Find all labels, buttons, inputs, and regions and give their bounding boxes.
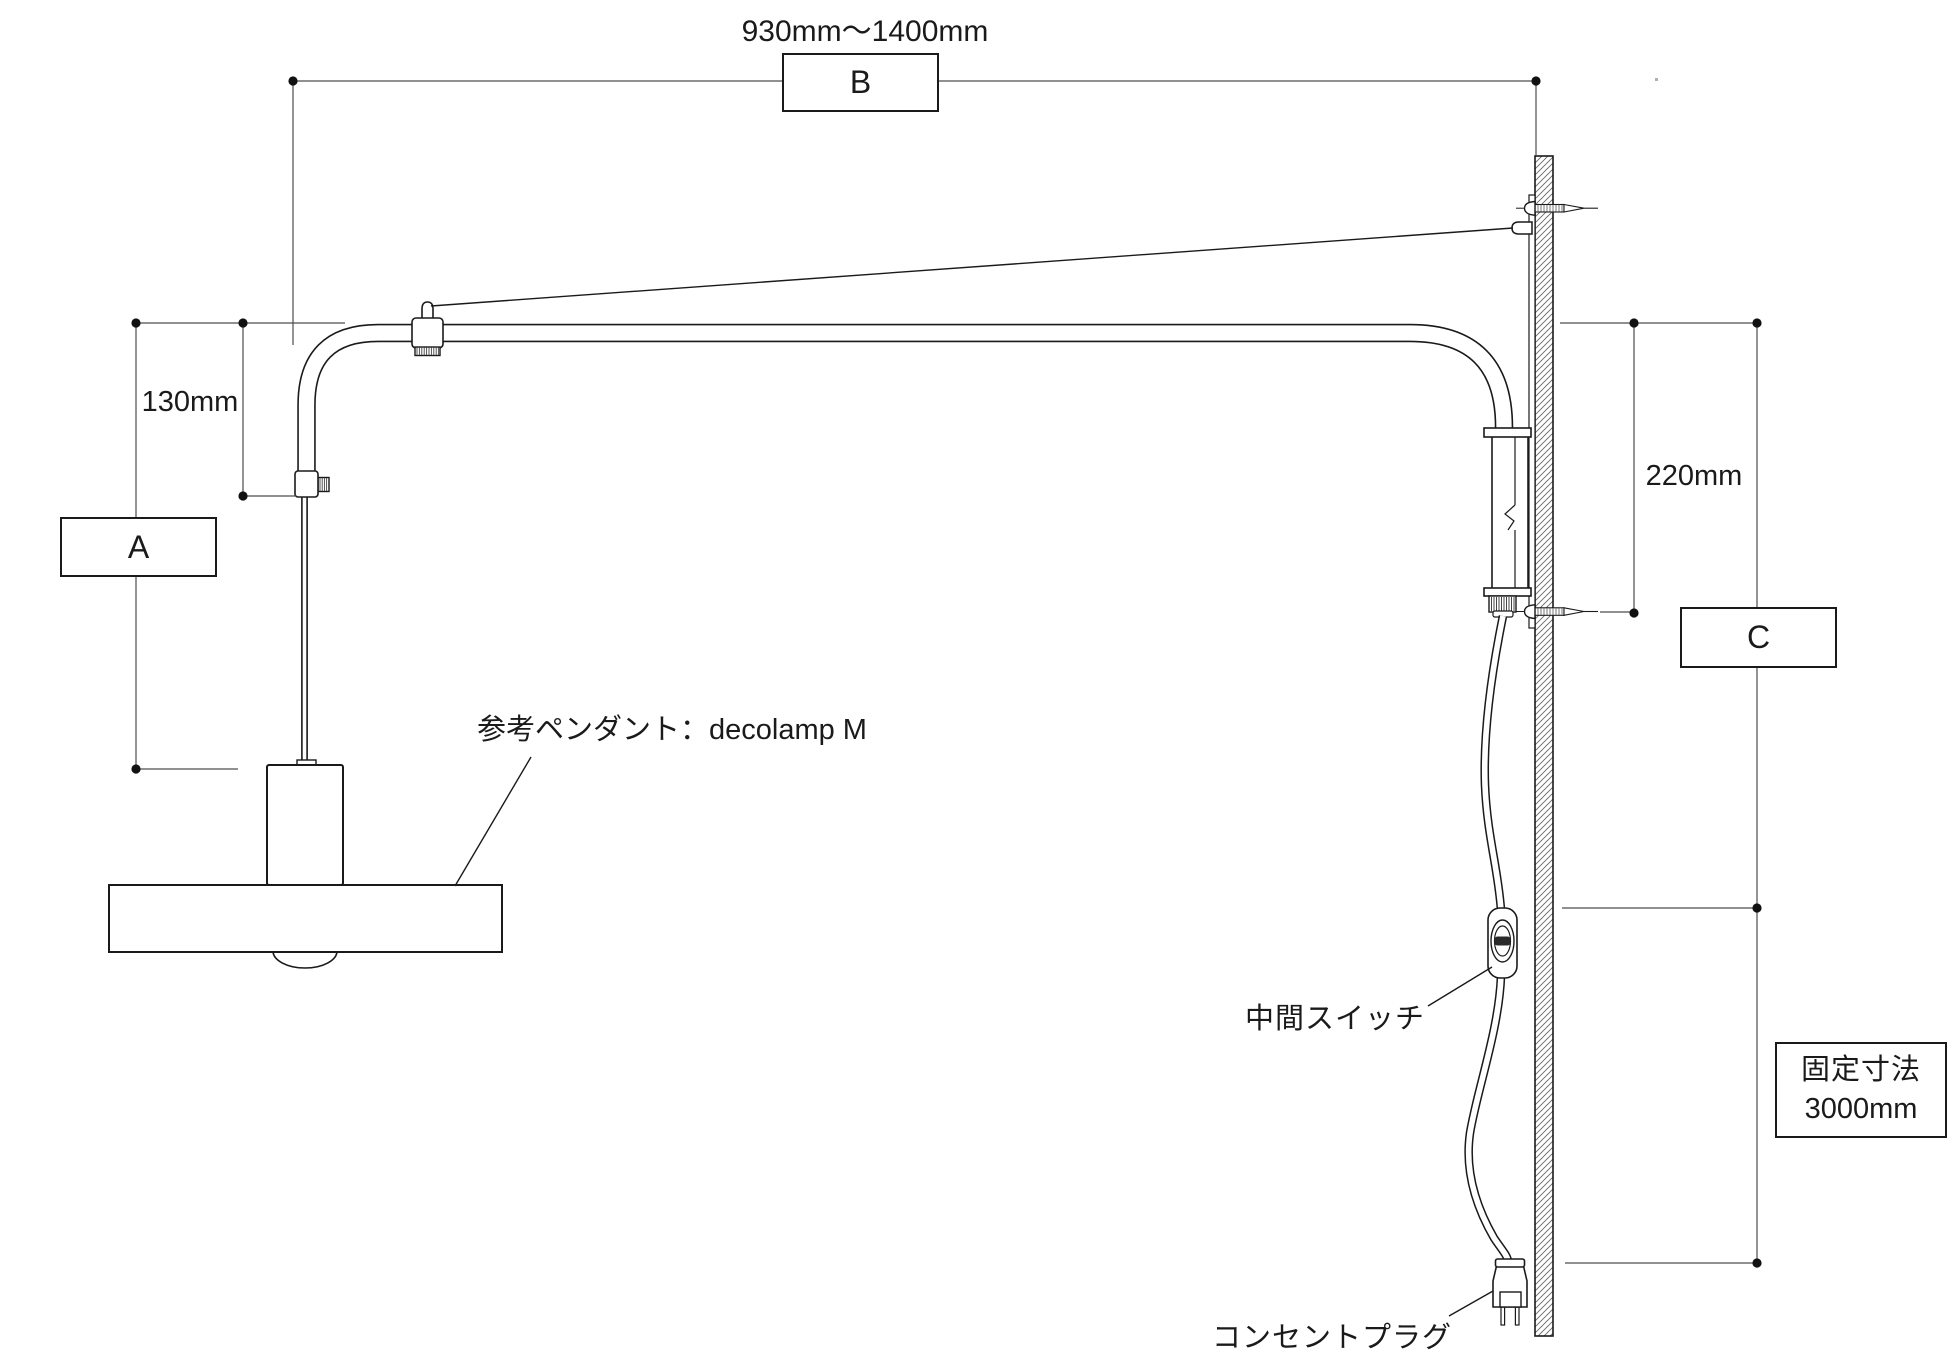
swing-arm [297, 323, 1514, 476]
pendant-leader [454, 756, 532, 887]
slider-pin [421, 301, 434, 321]
wire-wall-anchor [1511, 221, 1533, 235]
mount-flange-bottom [1483, 587, 1532, 597]
wall [1534, 155, 1554, 1337]
pendant-reference-label: 参考ペンダント：decolamp M [477, 714, 867, 746]
tube-break-mark [1504, 504, 1516, 531]
mount-screw-top [1516, 200, 1598, 216]
height-130-label: 130mm [141, 386, 239, 418]
power-plug [1492, 1258, 1528, 1326]
dimension-dots [131, 76, 1762, 1268]
ref-box-c-letter: C [1746, 619, 1771, 655]
plug-leader [1448, 1290, 1494, 1317]
ref-box-c: C [1680, 607, 1837, 668]
plug-prong-left [1500, 1306, 1506, 1326]
dimension-lines [135, 80, 1758, 1264]
mount-screw-bottom [1516, 604, 1598, 620]
fixed-dimension-value: 3000mm [1804, 1093, 1918, 1125]
ref-box-a-letter: A [127, 528, 150, 565]
pendant-lamp [108, 759, 503, 969]
lamp-shade [108, 884, 503, 953]
ref-box-b-letter: B [849, 64, 872, 100]
switch-rocker [1494, 936, 1511, 946]
support-wire [430, 227, 1514, 307]
plug-prong-base [1499, 1291, 1522, 1308]
wall-back-plate [1528, 194, 1536, 629]
power-cord-upper [1480, 615, 1508, 911]
light-bulb [272, 950, 338, 969]
switch-leader [1427, 966, 1493, 1007]
fixed-dimension-title: 固定寸法 [1800, 1053, 1921, 1086]
wall-mount-column [1483, 427, 1532, 618]
power-cord-lower [1464, 975, 1513, 1263]
ref-box-b: B [782, 53, 939, 112]
plug-prong-right [1514, 1306, 1520, 1326]
mount-flange-top [1483, 427, 1532, 438]
rod-clamp [294, 470, 330, 498]
inline-switch-label: 中間スイッチ [1245, 1003, 1426, 1035]
lamp-socket [266, 764, 344, 886]
arm-slider [411, 301, 444, 357]
slider-knurl-nut [414, 346, 441, 357]
clamp-knurl-knob [319, 478, 328, 491]
height-220-label: 220mm [1645, 460, 1743, 492]
fixed-dimension-box: 固定寸法 3000mm [1775, 1042, 1947, 1138]
ref-box-a: A [60, 517, 217, 577]
plug-cap [1494, 1258, 1526, 1268]
artifact-speck [1655, 78, 1658, 81]
inline-switch [1487, 907, 1518, 979]
annotation-leaders [454, 756, 1494, 1317]
span-range-label: 930mm〜1400mm [741, 15, 989, 48]
plug-label: コンセントプラグ [1212, 1322, 1453, 1354]
